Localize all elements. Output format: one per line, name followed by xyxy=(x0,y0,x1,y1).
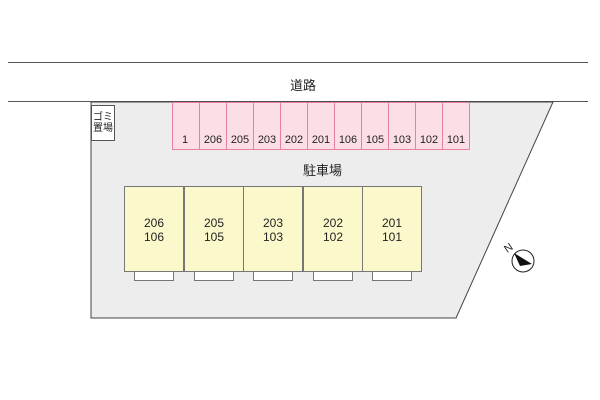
parking-slots: 1 206 205 203 202 201 106 105 103 102 10… xyxy=(172,102,470,150)
room-number-upper: 201 xyxy=(381,216,403,230)
parking-slot: 102 xyxy=(415,102,443,150)
parking-label: 駐車場 xyxy=(303,163,343,178)
room-number-lower: 105 xyxy=(203,230,225,244)
parking-slot-label: 202 xyxy=(284,134,304,146)
room-number-upper: 206 xyxy=(143,216,165,230)
parking-slot: 105 xyxy=(361,102,389,150)
entrance-step xyxy=(372,272,412,281)
parking-slot-label: 201 xyxy=(311,134,331,146)
parking-slot: 201 xyxy=(307,102,335,150)
north-label: N xyxy=(502,241,515,255)
building-unit: 201 101 xyxy=(362,186,422,272)
road-label: 道路 xyxy=(290,78,317,93)
room-number-lower: 101 xyxy=(381,230,403,244)
parking-slot: 206 xyxy=(199,102,227,150)
building-unit: 205 105 xyxy=(184,186,244,272)
entrance-step xyxy=(134,272,174,281)
garbage-label-1: ゴミ xyxy=(93,112,113,123)
parking-slot-label: 203 xyxy=(257,134,277,146)
room-number-lower: 106 xyxy=(143,230,165,244)
building-unit: 206 106 xyxy=(124,186,184,272)
entrance-step xyxy=(253,272,293,281)
room-number-lower: 103 xyxy=(262,230,284,244)
parking-slot-label: 106 xyxy=(338,134,358,146)
parking-slot-label: 102 xyxy=(419,134,439,146)
parking-slot: 101 xyxy=(442,102,470,150)
north-arrow-icon: N xyxy=(502,241,535,273)
garbage-area: ゴミ 置場 xyxy=(91,105,115,141)
building-unit: 202 102 xyxy=(303,186,363,272)
building-unit: 203 103 xyxy=(243,186,303,272)
parking-slot-label: 105 xyxy=(365,134,385,146)
garbage-label-2: 置場 xyxy=(93,123,113,134)
entrance-step xyxy=(313,272,353,281)
road-edge-top xyxy=(8,62,588,63)
entrance-step xyxy=(194,272,234,281)
parking-slot-label: 101 xyxy=(446,134,466,146)
parking-slot: 202 xyxy=(280,102,308,150)
parking-slot-label: 205 xyxy=(230,134,250,146)
room-number-lower: 102 xyxy=(322,230,344,244)
parking-slot-label: 103 xyxy=(392,134,412,146)
parking-slot: 103 xyxy=(388,102,416,150)
parking-slot: 1 xyxy=(172,102,200,150)
room-number-upper: 202 xyxy=(322,216,344,230)
parking-slot-label: 206 xyxy=(203,134,223,146)
parking-slot-label: 1 xyxy=(182,134,189,146)
room-number-upper: 203 xyxy=(262,216,284,230)
parking-slot: 205 xyxy=(226,102,254,150)
room-number-upper: 205 xyxy=(203,216,225,230)
parking-slot: 203 xyxy=(253,102,281,150)
parking-slot: 106 xyxy=(334,102,362,150)
